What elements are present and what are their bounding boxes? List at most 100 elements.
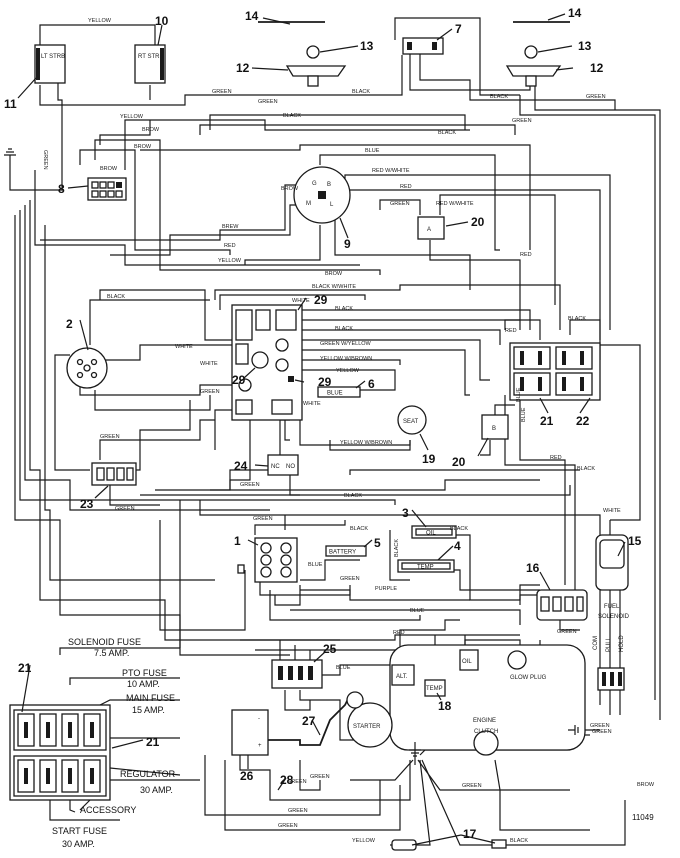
wire-label: GREEN [592,729,612,735]
wire-label: RED W/WHITE [372,168,410,174]
engine-alt-label: ALT. [396,674,408,680]
wire-label: WHITE [175,344,193,350]
wire-label: RED W/WHITE [436,201,474,207]
component-10-rt-strobe: RT STRB [134,44,166,84]
component-4-temp-light: TEMP [397,559,455,573]
component-9-ignition-switch: G B M L [293,166,351,224]
lt-strb-label: LT STRB [41,54,65,60]
wiring-harness [9,17,661,846]
figure-number: 11049 [632,813,654,822]
wire-label: GREEN [212,89,232,95]
callout-27: 27 [302,714,316,728]
switch-no-label: NO [286,464,295,470]
rt-strb-label: RT STRB [138,54,163,60]
wire-labels: YELLOW GREEN GREEN BLACK BLACK GREEN YEL… [42,18,655,844]
accessory-label: ACCESSORY [80,805,136,815]
main-fuse-amp: 15 AMP. [132,705,165,715]
fuse-panel [9,704,111,801]
callout-3: 3 [402,506,409,520]
callout-15: 15 [628,534,642,548]
callout-18: 18 [438,699,452,713]
wire-label: RED [224,243,236,249]
wire-label: BLACK [352,89,370,95]
wire-label: WHITE [303,401,321,407]
engine-label: ENGINE [473,718,496,724]
ign-pin-m: M [306,201,311,207]
solenoid-fuse-amp: 7.5 AMP. [94,648,129,658]
wire-label: GREEN [590,723,610,729]
callout-25: 25 [323,642,337,656]
wire-label: GREEN W/YELLOW [320,341,372,347]
wire-label: BLACK [450,526,468,532]
component-6-indicator: BLUE [317,386,361,398]
component-16-module [536,589,588,621]
wire-label: YELLOW [352,838,376,844]
component-25-regulator [271,659,323,689]
wire-label: BLACK [344,493,362,499]
callout-26: 26 [240,769,254,783]
component-starter: STARTER [346,691,393,748]
callout-5: 5 [374,536,381,550]
component-17-fuse-holder [391,839,507,851]
wire-label: RED [400,184,412,190]
wire-label: BLACK [438,130,456,136]
callout-16: 16 [526,561,540,575]
relay-lower-pin-b: B [492,426,496,432]
component-21-22-relays [509,342,601,401]
wire-label: GREEN [340,576,360,582]
callout-29-left: 29 [232,373,246,387]
callout-20-lower: 20 [452,455,466,469]
wire-label: YELLOW [218,258,242,264]
callout-29-top: 29 [314,293,328,307]
callout-6: 6 [368,377,375,391]
wire-label: BROW [142,127,160,133]
callout-19: 19 [422,452,436,466]
callout-12-left: 12 [236,61,250,75]
wire-label: YELLOW [120,114,144,120]
pto-fuse-amp: 10 AMP. [127,679,160,689]
wire-label: BLACK [335,326,353,332]
wire-label: WHITE [200,361,218,367]
wire-label: BLACK [335,306,353,312]
switch-nc-label: NC [271,464,280,470]
wire-label: RED [505,328,517,334]
wire-label: BLACK [350,526,368,532]
component-12-headlight-right [505,45,562,87]
callout-23: 23 [80,497,94,511]
callout-29-right: 29 [318,375,332,389]
ign-pin-b: B [327,182,331,188]
temp-light-label: TEMP [417,565,434,571]
callout-14-left: 14 [245,9,259,23]
component-29-harness-connectors [231,304,303,421]
wire-label: GREEN [462,783,482,789]
wire-label: BLUE [336,665,351,671]
wire-label: YELLOW [88,18,112,24]
wire-label: GREEN [278,823,298,829]
wire-label: RED [550,455,562,461]
engine-block: ALT. TEMP OIL GLOW PLUG ENGINE CLUTCH [389,644,586,756]
fuel-solenoid-label-2: SOLENOID [598,614,630,620]
component-11-lt-strobe: LT STRB [34,44,66,84]
callout-13-left: 13 [360,39,374,53]
ground-symbol-engine [409,742,421,757]
wire-label: GREEN [100,434,120,440]
wire-label: GREEN [512,118,532,124]
callout-9: 9 [344,237,351,251]
callout-24: 24 [234,459,248,473]
wire-label: BLACK [510,838,528,844]
wire-label: RED [520,252,532,258]
start-fuse-amp: 30 AMP. [62,839,95,849]
seat-label: SEAT [403,419,419,425]
wire-label: RED [393,630,405,636]
wire-label: BLUE [516,387,522,402]
component-26-battery: - + [231,709,269,756]
wire-label: BLUE [365,148,380,154]
callout-1: 1 [234,534,241,548]
callout-22: 22 [576,414,590,428]
wire-label: BLACK [107,294,125,300]
wire-label: BROW [637,782,655,788]
starter-label: STARTER [353,724,381,730]
engine-oil-label: OIL [462,659,472,665]
wire-label: BROW [100,166,118,172]
